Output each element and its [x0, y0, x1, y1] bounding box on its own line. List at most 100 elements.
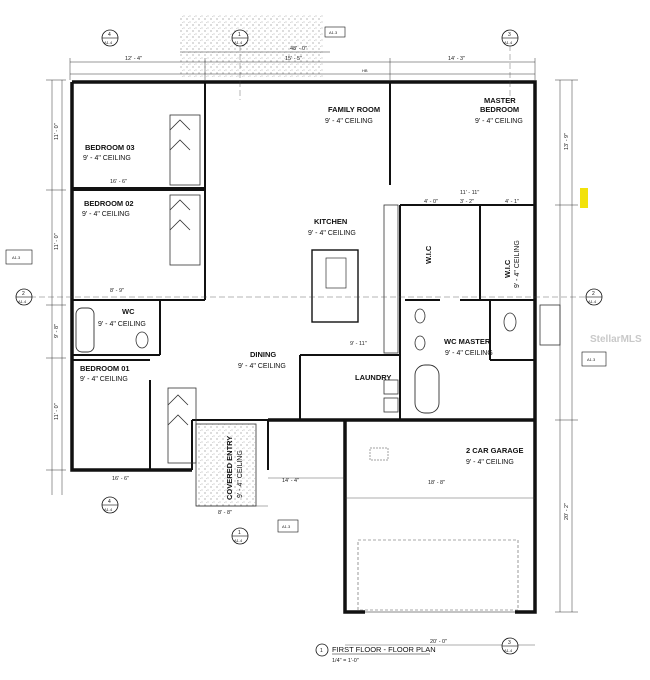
- dim-right-b: 20' - 2": [564, 503, 570, 520]
- room-bed03-label: BEDROOM 03: [85, 143, 135, 152]
- room-master-label-1: MASTER: [484, 96, 516, 105]
- room-entry-ceiling: 9' - 4" CEILING: [237, 450, 244, 498]
- highlight-marker: [580, 188, 588, 208]
- section-marker-bottom-mid: 1 A1.4: [231, 527, 249, 545]
- svg-text:1: 1: [238, 32, 241, 38]
- master-shower: [539, 304, 561, 346]
- room-family-ceiling: 9' - 4" CEILING: [325, 118, 373, 125]
- watermark: StellarMLS: [590, 334, 642, 345]
- dim-right-a: 13' - 9": [564, 133, 570, 150]
- section-marker-bottom-left: 4 A1.4: [101, 496, 119, 514]
- svg-text:A1.4: A1.4: [504, 648, 513, 653]
- svg-text:3: 3: [508, 640, 511, 646]
- room-wc-ceiling: 9' - 4" CEILING: [98, 321, 146, 328]
- svg-text:A1.4: A1.4: [234, 40, 243, 45]
- dim-left-a: 11' - 0": [54, 123, 60, 140]
- section-marker-bottom-right: 3 A1.4: [501, 637, 519, 655]
- section-marker-top-left: 4 A1.4: [101, 29, 119, 47]
- wc-tub: [75, 307, 95, 353]
- entry-walls: [191, 419, 515, 613]
- room-bed02-ceiling: 9' - 4" CEILING: [82, 211, 130, 218]
- elevation-tag-right: A1.3: [581, 351, 607, 367]
- svg-text:4: 4: [108, 32, 111, 38]
- exterior-walls: [70, 80, 537, 614]
- room-kitchen-ceiling: 9' - 4" CEILING: [308, 230, 356, 237]
- dim-entry-width: 14' - 4": [282, 478, 299, 484]
- bedroom-closets: [167, 114, 201, 464]
- room-garage-label: 2 CAR GARAGE: [466, 446, 524, 455]
- room-wcmaster-label: WC MASTER: [444, 337, 491, 346]
- right-dimensions: [555, 79, 578, 613]
- svg-text:A1.3: A1.3: [329, 30, 338, 35]
- dim-left-d: 11' - 0": [54, 403, 60, 420]
- room-laundry-label: LAUNDRY: [355, 373, 391, 382]
- room-family-label: FAMILY ROOM: [328, 105, 380, 114]
- room-bed01-dim: 16' - 6": [112, 476, 129, 482]
- dim-kitchen-width: 9' - 11": [350, 341, 367, 347]
- elevation-tag-bottom: A1.3: [277, 519, 299, 533]
- room-wic-left-label: W.I.C: [424, 245, 433, 264]
- master-vanity-sink-1: [414, 308, 426, 324]
- master-tub: [414, 364, 440, 414]
- room-bed01-ceiling: 9' - 4" CEILING: [80, 376, 128, 383]
- dim-top-d: 48' - 0": [290, 46, 307, 52]
- room-master-ceiling: 9' - 4" CEILING: [475, 118, 523, 125]
- section-marker-top-right: 3 A1.4: [501, 29, 519, 47]
- kitchen-counter: [383, 204, 399, 354]
- room-kitchen-label: KITCHEN: [314, 217, 347, 226]
- room-bed02-dim: 8' - 9": [110, 288, 124, 294]
- kitchen-sink: [325, 257, 347, 289]
- washer: [383, 379, 399, 395]
- room-bed03-ceiling: 9' - 4" CEILING: [83, 155, 131, 162]
- svg-text:3: 3: [508, 32, 511, 38]
- interior-walls: [72, 82, 535, 470]
- svg-text:A1.4: A1.4: [18, 299, 27, 304]
- svg-text:A1.4: A1.4: [104, 40, 113, 45]
- top-dimensions: [69, 51, 536, 80]
- svg-text:A1.4: A1.4: [504, 40, 513, 45]
- room-bed02-label: BEDROOM 02: [84, 199, 134, 208]
- garage-ceiling-box: [369, 447, 389, 461]
- elevation-tag-left: A1.3: [5, 249, 33, 265]
- svg-text:4: 4: [108, 499, 111, 505]
- room-wic-right-ceiling: 9' - 4" CEILING: [514, 240, 521, 288]
- garage-door: [357, 539, 519, 611]
- room-wc-label: WC: [122, 307, 135, 316]
- room-wic-right-label: W.I.C: [503, 259, 512, 278]
- svg-text:A1.4: A1.4: [588, 299, 597, 304]
- room-wcmaster-ceiling: 9' - 4" CEILING: [445, 350, 493, 357]
- dim-mid-b: 4' - 0": [424, 199, 438, 205]
- section-marker-right: 2 A1.4: [585, 288, 603, 306]
- dim-top-c: 14' - 3": [448, 56, 465, 62]
- room-entry-label: COVERED ENTRY: [225, 436, 234, 500]
- room-entry-dim: 8' - 8": [218, 510, 232, 516]
- room-bed03-dim: 16' - 6": [110, 179, 127, 185]
- section-marker-top-mid: 1 A1.4: [231, 29, 249, 47]
- room-garage-dim-bottom: 20' - 0": [430, 639, 447, 645]
- master-vanity-sink-2: [414, 335, 426, 351]
- room-bed01-label: BEDROOM 01: [80, 364, 130, 373]
- patio-area: [180, 14, 324, 78]
- title-number: 1: [320, 648, 323, 654]
- title-number-circle: [315, 643, 329, 657]
- elevation-tag-top: A1.3: [324, 26, 346, 38]
- room-dining-ceiling: 9' - 4" CEILING: [238, 363, 286, 370]
- wc-toilet: [135, 331, 149, 349]
- dim-left-c: 9' - 8": [54, 324, 60, 338]
- svg-text:1: 1: [238, 530, 241, 536]
- dim-top-a: 12' - 4": [125, 56, 142, 62]
- hose-bib-tag: HB: [362, 68, 368, 73]
- left-dimensions: [46, 79, 66, 495]
- master-toilet: [503, 312, 517, 332]
- dim-mid-a: 11' - 11": [460, 190, 479, 196]
- covered-entry-fill: [196, 424, 256, 506]
- svg-text:2: 2: [22, 291, 25, 297]
- room-master-label-2: BEDROOM: [480, 105, 519, 114]
- room-garage-dim: 18' - 8": [428, 480, 445, 486]
- room-garage-ceiling: 9' - 4" CEILING: [466, 459, 514, 466]
- dim-mid-c: 3' - 2": [460, 199, 474, 205]
- svg-text:A1.3: A1.3: [282, 524, 291, 529]
- svg-text:A1.3: A1.3: [587, 357, 596, 362]
- section-marker-left: 2 A1.4: [15, 288, 33, 306]
